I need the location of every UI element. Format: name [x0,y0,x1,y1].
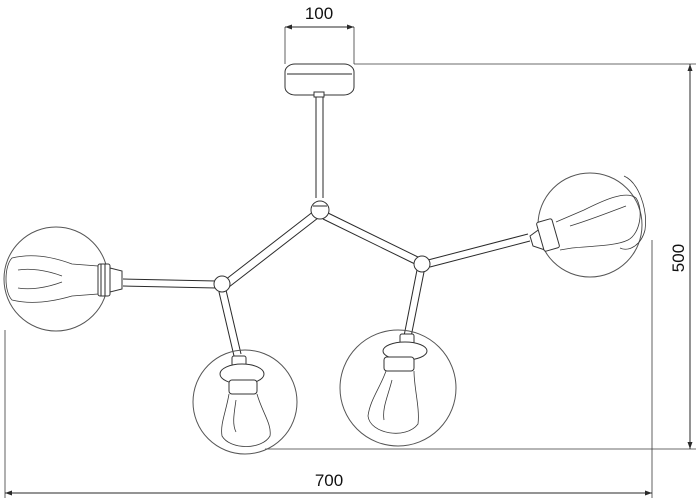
lower-right-globe-lamp [339,329,457,447]
dimension-total-height: 500 [265,63,696,450]
canopy-width-label: 100 [305,4,333,23]
joint-hubs [213,200,431,293]
left-hub [213,275,231,293]
arms [122,210,531,357]
dimension-canopy-width: 100 [284,4,355,64]
ceiling-canopy [284,63,355,98]
center-hub [310,200,330,220]
right-hub [413,255,431,273]
left-globe-lamp [3,226,123,332]
right-globe-lamp [529,172,646,278]
dimension-total-width: 700 [4,240,653,498]
total-height-label: 500 [669,244,688,272]
lower-left-globe-lamp [192,349,298,455]
total-width-label: 700 [315,471,343,490]
center-stem [315,97,324,198]
